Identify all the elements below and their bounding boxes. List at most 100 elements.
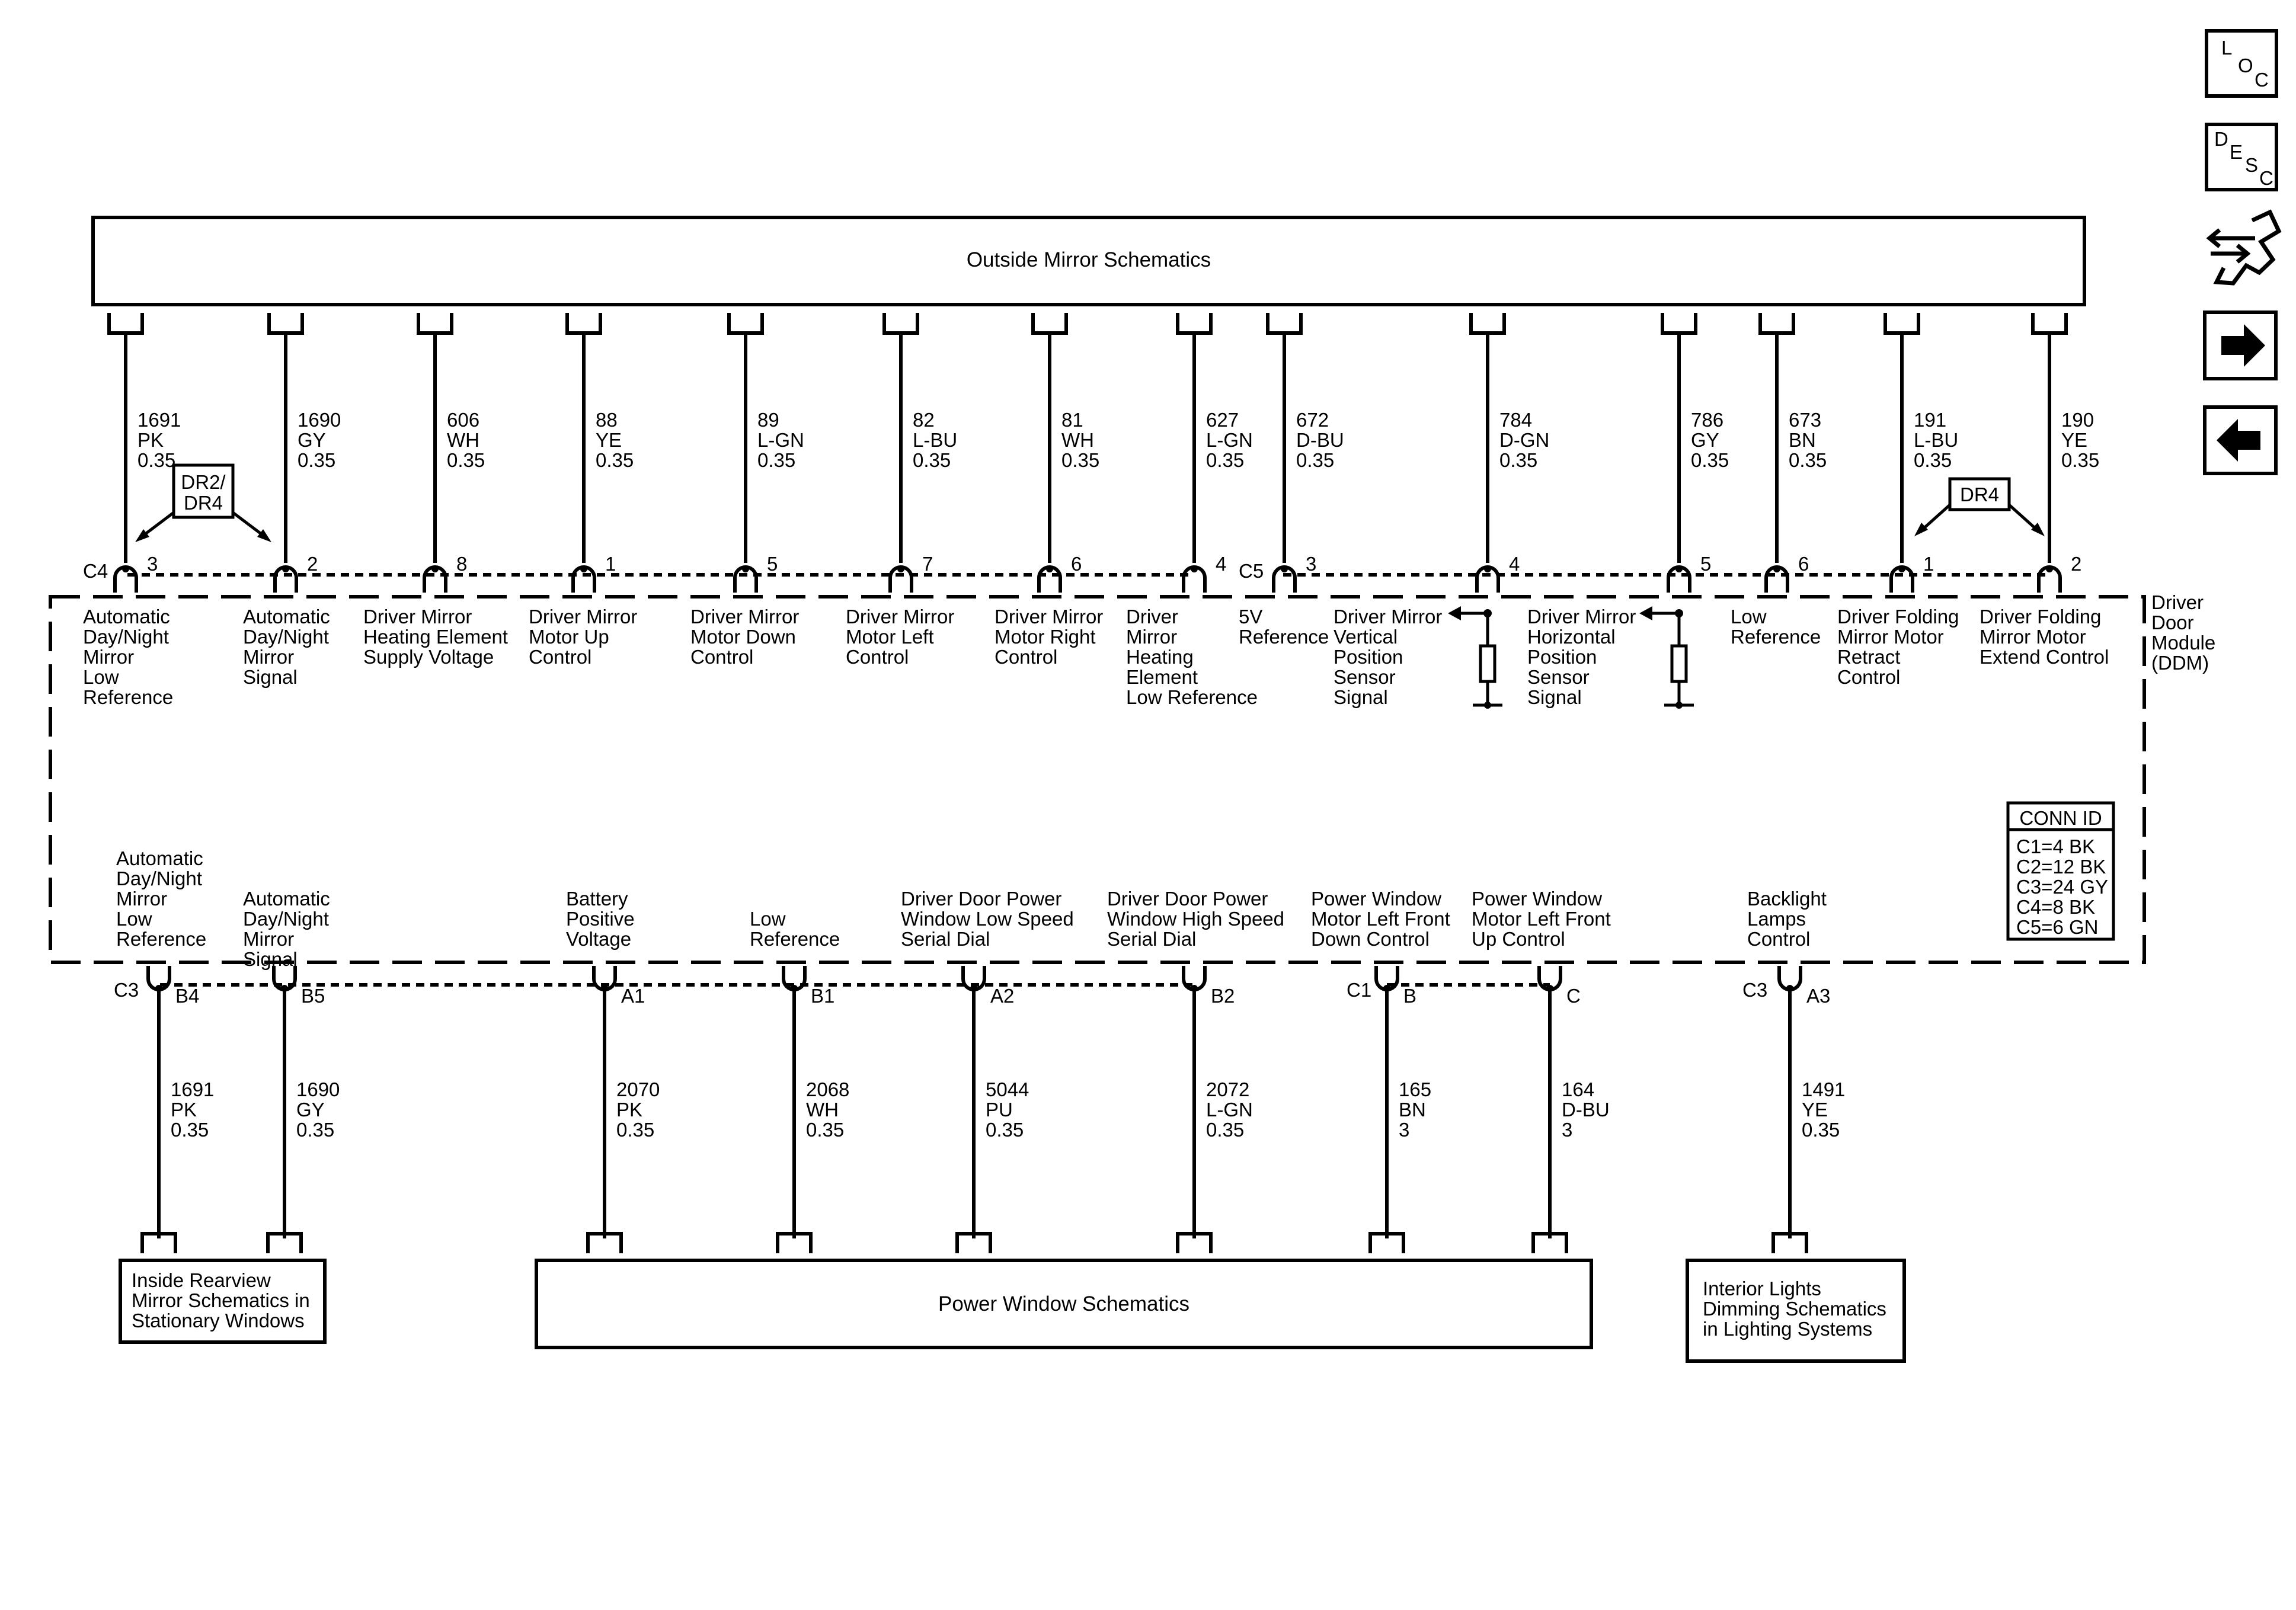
pin-number: 2	[2071, 553, 2081, 575]
terminal-icon	[882, 313, 919, 335]
svg-text:Dimming Schematics: Dimming Schematics	[1703, 1298, 1886, 1320]
pin-number: A1	[621, 985, 645, 1007]
module-name: Driver Door Module (DDM)	[2151, 591, 2221, 674]
arrow-left-icon[interactable]	[2203, 405, 2278, 475]
connector-swap-icon[interactable]	[2206, 209, 2282, 286]
pin-number: B5	[301, 985, 325, 1007]
terminal-icon	[267, 313, 304, 335]
pin-number: 3	[1306, 553, 1316, 575]
svg-text:Mirror Schematics in: Mirror Schematics in	[132, 1289, 310, 1311]
terminal-icon	[565, 313, 602, 335]
power-window-schematics-block[interactable]: Power Window Schematics	[535, 1259, 1593, 1349]
svg-text:DR4: DR4	[1960, 484, 1999, 505]
terminal-icon	[1176, 1232, 1213, 1253]
terminal-icon	[140, 1232, 177, 1253]
terminal-icon	[1758, 313, 1795, 335]
pin-dot-icon	[742, 565, 749, 572]
svg-text:L: L	[2221, 37, 2232, 59]
svg-text:in Lighting Systems: in Lighting Systems	[1703, 1318, 1872, 1340]
pin-dot-icon	[1675, 565, 1683, 572]
terminal-icon	[586, 1232, 623, 1253]
pin-number: 8	[456, 553, 467, 575]
svg-text:Power Window Schematics: Power Window Schematics	[938, 1292, 1189, 1315]
pin-dot-icon	[1898, 565, 1905, 572]
pin-number: B4	[175, 985, 199, 1007]
pin-number: B1	[811, 985, 834, 1007]
ddm-module-outline	[49, 595, 2146, 964]
desc-button[interactable]: D E S C	[2205, 123, 2278, 191]
svg-text:DR4: DR4	[184, 492, 223, 514]
svg-text:O: O	[2238, 55, 2253, 76]
terminal-icon	[1368, 1232, 1405, 1253]
vertical-position-sensor	[1448, 606, 1502, 709]
svg-text:Inside Rearview: Inside Rearview	[132, 1269, 271, 1291]
terminal-icon	[727, 313, 764, 335]
inside-rearview-mirror-block[interactable]: Inside Rearview Mirror Schematics in Sta…	[119, 1259, 327, 1344]
arrow-right-icon[interactable]	[2203, 311, 2278, 380]
pin-number: B2	[1211, 985, 1235, 1007]
loc-button[interactable]: L O C	[2205, 29, 2278, 98]
terminal-icon	[1031, 313, 1068, 335]
option-tag-dr2-dr4: DR2/ DR4	[135, 463, 271, 542]
conn-id-title: CONN ID	[2019, 807, 2102, 829]
terminal-icon	[1661, 313, 1697, 335]
outside-mirror-schematics-label: Outside Mirror Schematics	[967, 248, 1211, 271]
pin-number: 5	[1700, 553, 1711, 575]
interior-lights-dimming-block[interactable]: Interior Lights Dimming Schematics in Li…	[1686, 1259, 1906, 1363]
outside-mirror-schematics-block[interactable]: Outside Mirror Schematics	[91, 216, 2086, 306]
pin-dot-icon	[282, 565, 289, 572]
connector-c1-label: C1	[1347, 979, 1371, 1001]
svg-text:Interior Lights: Interior Lights	[1703, 1278, 1821, 1299]
svg-text:D: D	[2214, 128, 2228, 150]
connector-c3-label: C3	[114, 979, 139, 1001]
pin-dot-icon	[1281, 565, 1288, 572]
svg-text:DR2/: DR2/	[181, 471, 226, 493]
terminal-icon	[776, 1232, 813, 1253]
pin-dot-icon	[431, 565, 439, 572]
pin-number: 4	[1509, 553, 1520, 575]
